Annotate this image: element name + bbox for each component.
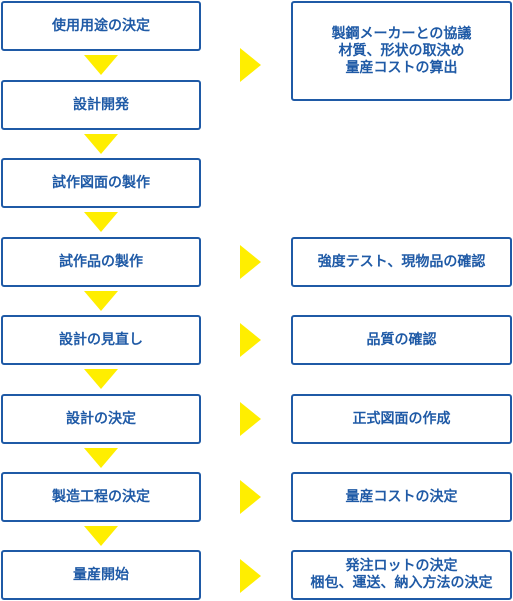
right-arrow-icon: [240, 559, 261, 593]
step-mass-production-start: 量産開始: [1, 550, 201, 600]
step-label: 製造工程の決定: [52, 488, 150, 505]
step-prototype-drawing: 試作図面の製作: [1, 158, 201, 208]
right-arrow-icon: [240, 245, 261, 279]
result-line: 量産コストの決定: [345, 488, 458, 505]
result-line: 材質、形状の取決め: [338, 42, 465, 59]
step-design-review: 設計の見直し: [1, 315, 201, 365]
result-strength-test: 強度テスト、現物品の確認: [291, 237, 512, 287]
step-label: 設計の決定: [66, 410, 136, 427]
result-lines: 量産コストの決定: [346, 489, 458, 506]
result-line: 品質の確認: [366, 331, 437, 348]
result-quality-check: 品質の確認: [291, 315, 512, 365]
result-lines: 品質の確認: [367, 332, 437, 349]
result-manufacturer-consultation: 製鋼メーカーとの協議 材質、形状の取決め 量産コストの算出: [291, 1, 512, 101]
result-line: 製鋼メーカーとの協議: [331, 25, 472, 42]
result-lines: 製鋼メーカーとの協議 材質、形状の取決め 量産コストの算出: [332, 26, 472, 77]
right-arrow-icon: [240, 48, 261, 82]
right-arrow-icon: [240, 480, 261, 514]
down-arrow-icon: [84, 291, 118, 311]
result-line: 発注ロットの決定: [345, 558, 458, 574]
result-lines: 発注ロットの決定 梱包、運送、納入方法の決定: [311, 558, 493, 592]
step-label: 設計開発: [73, 96, 129, 113]
result-lines: 強度テスト、現物品の確認: [318, 254, 486, 271]
result-line: 正式図面の作成: [352, 410, 451, 427]
right-arrow-icon: [240, 323, 261, 357]
down-arrow-icon: [84, 369, 118, 389]
step-label: 設計の見直し: [59, 331, 143, 348]
step-prototype-production: 試作品の製作: [1, 237, 201, 287]
result-cost-decision: 量産コストの決定: [291, 472, 512, 522]
step-process-decision: 製造工程の決定: [1, 472, 201, 522]
right-arrow-icon: [240, 402, 261, 436]
step-design-decision: 設計の決定: [1, 394, 201, 444]
step-design-development: 設計開発: [1, 80, 201, 130]
step-usage-decision: 使用用途の決定: [1, 1, 201, 51]
down-arrow-icon: [84, 55, 118, 75]
down-arrow-icon: [84, 526, 118, 546]
result-lines: 正式図面の作成: [353, 411, 451, 428]
result-official-drawing: 正式図面の作成: [291, 394, 512, 444]
down-arrow-icon: [84, 212, 118, 232]
down-arrow-icon: [84, 134, 118, 154]
result-line: 梱包、運送、納入方法の決定: [310, 575, 493, 591]
result-order-delivery: 発注ロットの決定 梱包、運送、納入方法の決定: [291, 550, 512, 600]
down-arrow-icon: [84, 448, 118, 468]
result-line: 量産コストの算出: [345, 59, 458, 76]
result-line: 強度テスト、現物品の確認: [317, 253, 486, 270]
step-label: 試作品の製作: [59, 253, 143, 270]
step-label: 量産開始: [73, 566, 129, 583]
step-label: 使用用途の決定: [52, 17, 150, 34]
step-label: 試作図面の製作: [52, 174, 150, 191]
